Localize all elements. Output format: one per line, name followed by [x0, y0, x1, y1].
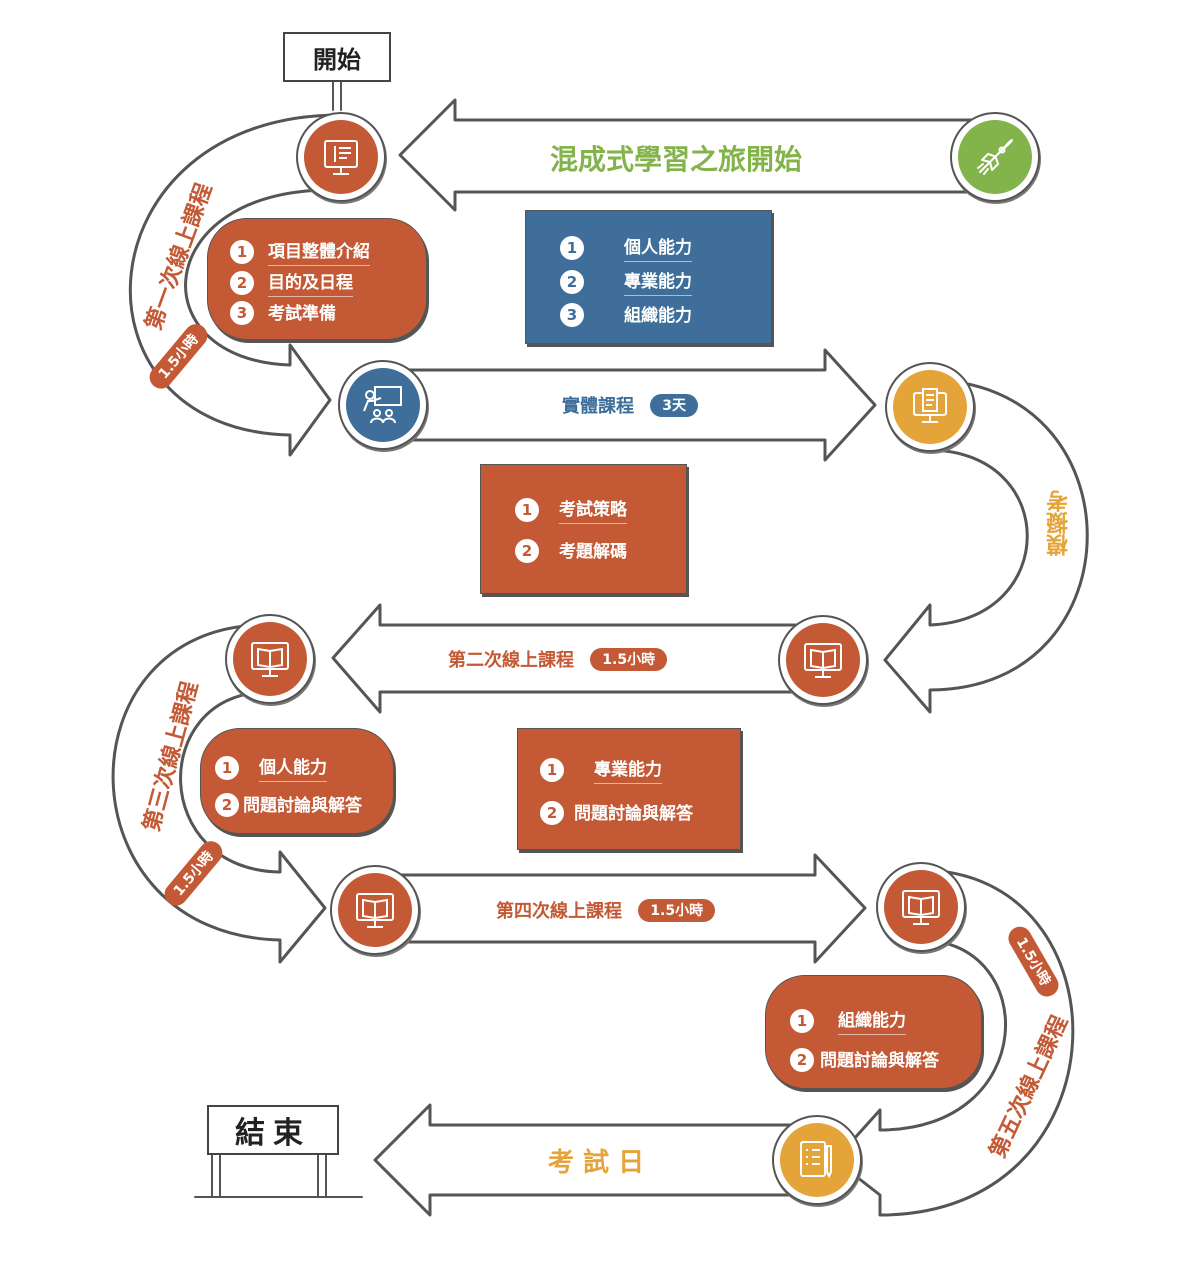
- in-person-arrow: [378, 348, 877, 462]
- ability-number: 1: [560, 235, 584, 260]
- topic-label: 問題討論與解答: [820, 1051, 939, 1071]
- end-sign-label: 結束: [235, 1116, 311, 1151]
- end-sign-post: [211, 1149, 327, 1198]
- strategy-number: 1: [515, 497, 539, 522]
- topic-label: 專業能力: [594, 755, 662, 784]
- topic-number: 3: [230, 301, 254, 325]
- fifth-online-node: [876, 862, 966, 952]
- fourth-online-box: 1 專業能力 2 問題討論與解答: [517, 728, 741, 850]
- presentation-icon: [363, 386, 402, 424]
- fourth-online-label: 第四次線上課程 1.5小時: [496, 897, 716, 923]
- rocket-node: [950, 112, 1040, 202]
- in-person-label-text: 實體課程: [562, 396, 634, 417]
- ability-number: 3: [560, 303, 584, 327]
- start-sign-post: [332, 77, 342, 111]
- exam-day-arrow: [373, 1103, 792, 1217]
- mock-exam-label: 模擬考: [1044, 490, 1076, 556]
- topic-number: 2: [790, 1048, 814, 1072]
- topic-label: 組織能力: [838, 1006, 906, 1035]
- topic-number: 1: [790, 1008, 814, 1033]
- exam-day-label: 考 試 日: [548, 1148, 645, 1178]
- header-arrow: [398, 98, 992, 212]
- book-monitor-icon: [251, 642, 289, 677]
- topic-label: 考試準備: [268, 304, 336, 324]
- abilities-box: 1 個人能力 2 專業能力 3 組織能力: [525, 210, 772, 344]
- ability-label: 組織能力: [624, 306, 692, 326]
- ability-number: 2: [560, 269, 584, 294]
- topic-label: 項目整體介紹: [268, 237, 370, 266]
- second-online-node: [778, 615, 868, 705]
- curve-mock-exam: [883, 378, 1089, 714]
- topic-number: 1: [215, 755, 239, 780]
- topic-label: 個人能力: [259, 753, 327, 782]
- topic-number: 2: [215, 793, 239, 817]
- laptop-document-icon: [324, 140, 358, 175]
- curve-first-online: [129, 113, 342, 457]
- strategy-label: 考題解碼: [559, 542, 627, 562]
- fifth-online-topics: 1 組織能力 2 問題討論與解答: [765, 975, 982, 1089]
- third-online-topics: 1 個人能力 2 問題討論與解答: [200, 728, 394, 834]
- strategy-number: 2: [515, 539, 539, 563]
- header-title: 混成式學習之旅開始: [550, 143, 803, 176]
- in-person-label: 實體課程 3天: [562, 392, 699, 418]
- topic-number: 1: [230, 239, 254, 264]
- exam-monitor-icon: [913, 388, 947, 423]
- ability-label: 個人能力: [624, 233, 692, 262]
- book-monitor-icon: [902, 890, 940, 925]
- second-online-label-text: 第二次線上課程: [448, 650, 574, 671]
- curve-fifth-online: [833, 868, 1075, 1217]
- topic-number: 2: [540, 801, 564, 825]
- second-online-arrow: [331, 603, 822, 714]
- topic-label: 問題討論與解答: [243, 796, 362, 816]
- topic-number: 1: [540, 757, 564, 782]
- duration-badge: 3天: [650, 394, 699, 417]
- book-monitor-icon: [804, 643, 842, 678]
- curve-third-online: [111, 623, 327, 964]
- fourth-online-node: [330, 865, 420, 955]
- mock-exam-node: [885, 362, 975, 452]
- mock-exam-label-text: 模擬考: [1047, 490, 1072, 556]
- rocket-icon: [977, 139, 1013, 175]
- start-sign-label: 開始: [313, 45, 361, 74]
- topic-label: 目的及日程: [268, 268, 353, 297]
- strategy-label: 考試策略: [559, 495, 627, 524]
- duration-badge: 1.5小時: [590, 648, 668, 671]
- first-online-topics: 1 項目整體介紹 2 目的及日程 3 考試準備: [207, 218, 427, 340]
- in-person-node: [338, 360, 428, 450]
- topic-label: 問題討論與解答: [574, 804, 693, 824]
- first-online-node: [296, 112, 386, 202]
- second-online-label: 第二次線上課程 1.5小時: [448, 646, 668, 672]
- end-sign: 結束: [207, 1105, 339, 1155]
- fourth-online-arrow: [368, 853, 867, 964]
- fourth-online-label-text: 第四次線上課程: [496, 901, 622, 922]
- topic-number: 2: [230, 270, 254, 295]
- strategy-box: 1 考試策略 2 考題解碼: [480, 464, 687, 594]
- third-online-node: [225, 614, 315, 704]
- checklist-pencil-icon: [800, 1141, 832, 1179]
- exam-day-node: [772, 1115, 862, 1205]
- book-monitor-icon: [356, 893, 394, 928]
- ability-label: 專業能力: [624, 267, 692, 296]
- start-sign: 開始: [283, 32, 391, 82]
- duration-badge: 1.5小時: [638, 899, 716, 922]
